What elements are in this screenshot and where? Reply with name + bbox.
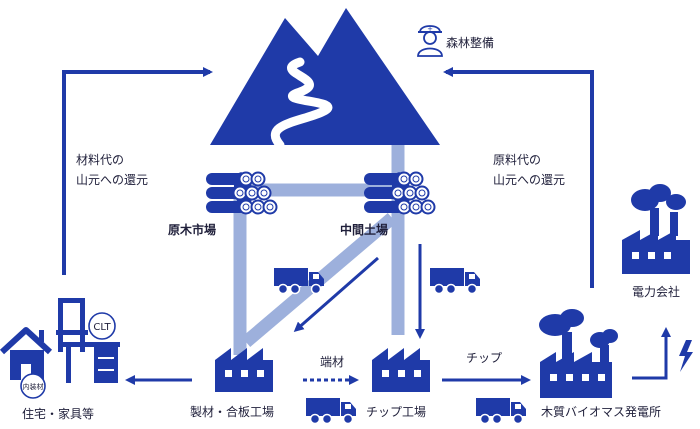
factory-icon: [215, 348, 273, 392]
right-return-line2: 山元への還元: [493, 173, 565, 187]
right-return-line1: 原料代の: [493, 153, 541, 167]
svg-text:+: +: [427, 25, 433, 33]
left-return-line2: 山元への還元: [76, 173, 148, 187]
right-return-arrow: [443, 67, 594, 288]
clt-badge: CLT: [88, 312, 116, 340]
power-company-icon: [622, 184, 690, 274]
yard-to-sawmill-arrow: [293, 256, 379, 332]
left-return-arrow: [62, 67, 213, 275]
svg-text:内装材: 内装材: [23, 382, 44, 391]
log-pile-icon: [363, 169, 436, 215]
truck-icon: [429, 267, 481, 295]
truck-icon: [475, 397, 527, 425]
desk-icon: [62, 342, 120, 383]
label-log-market: 原木市場: [168, 222, 216, 237]
lightning-icon: [679, 340, 693, 372]
truck-icon: [305, 397, 357, 425]
material-links: [233, 135, 405, 355]
label-housing: 住宅・家具等: [22, 406, 94, 421]
worker-icon: +: [417, 25, 443, 57]
label-power-company: 電力会社: [632, 284, 680, 299]
label-sawmill: 製材・合板工場: [190, 404, 274, 419]
house-icon: [0, 327, 53, 380]
label-biomass-plant: 木質バイオマス発電所: [541, 404, 661, 419]
label-chips: チップ: [466, 351, 502, 365]
label-offcuts: 端材: [320, 355, 344, 369]
log-pile-icon: [205, 169, 278, 215]
interior-badge: 内装材: [20, 373, 46, 399]
mountain-icon: [210, 8, 440, 150]
chair-icon: [56, 298, 88, 352]
left-return-line1: 材料代の: [76, 153, 124, 167]
power-supply-arrow: [632, 327, 671, 380]
label-intermediate-yard: 中間土場: [340, 222, 388, 237]
power-plant-icon: [539, 309, 618, 398]
label-chip-factory: チップ工場: [366, 405, 426, 419]
label-forest-management: 森林整備: [446, 35, 494, 50]
truck-icon: [273, 267, 325, 295]
svg-text:CLT: CLT: [93, 322, 111, 333]
factory-icon: [372, 348, 430, 392]
